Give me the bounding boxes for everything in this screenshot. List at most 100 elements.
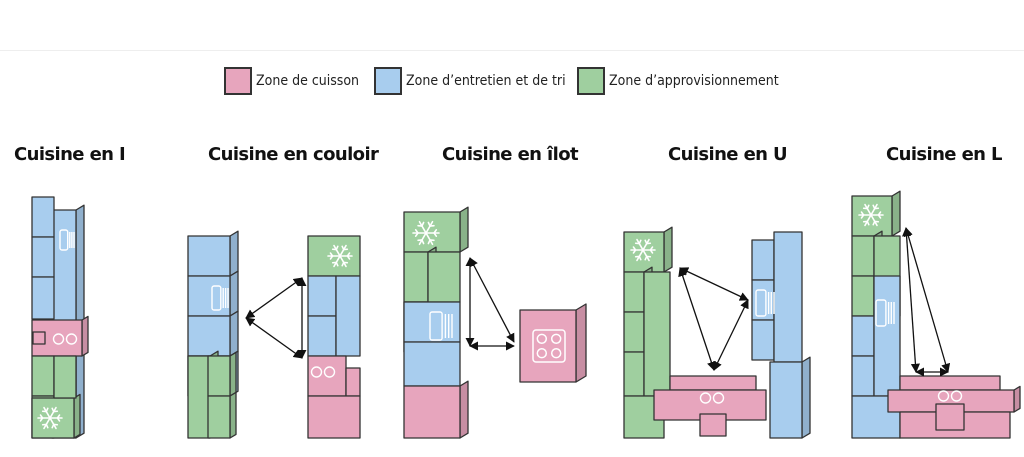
u-blue-base xyxy=(769,356,811,439)
i-upper-blue-1-front xyxy=(31,236,55,278)
i-handle xyxy=(32,331,46,345)
u-range-front xyxy=(699,413,727,437)
i-upper-blue-2-front xyxy=(31,276,55,320)
l-arrow-b xyxy=(903,227,951,373)
ilot-fridge-front xyxy=(403,211,461,253)
corr-left-blue-0-side xyxy=(229,230,239,277)
l-fridge-snowflake-icon xyxy=(858,203,884,227)
l-green-1-front xyxy=(851,275,875,317)
i-fridge-block xyxy=(31,393,81,439)
l-green-0-front xyxy=(851,235,875,277)
ilot-pink-base-front xyxy=(403,385,461,439)
corr-right-cook-low xyxy=(307,395,361,439)
corr-left-blue-0 xyxy=(187,230,239,277)
u-green-left-2-front xyxy=(623,351,645,397)
corr-left-green-b-0-front xyxy=(207,355,231,397)
corr-left-green-b-0 xyxy=(207,351,237,397)
l-counter-top-front xyxy=(899,375,1001,391)
l-blue-b-front xyxy=(873,275,901,397)
u-blue-right-0-front xyxy=(751,239,775,281)
title-kitchen-i: Cuisine en I xyxy=(14,144,126,165)
corr-cooktop-hobs-icon xyxy=(310,366,336,378)
l-blue-1-front xyxy=(851,355,875,397)
corr-left-blue-1 xyxy=(187,270,239,317)
legend-item-storage: Zone d’approvisionnement xyxy=(577,66,779,96)
i-lower-green-0 xyxy=(31,355,55,397)
corr-right-blue-1-front xyxy=(307,315,337,357)
ilot-sink-icon xyxy=(429,311,453,341)
corr-right-blue-b xyxy=(335,275,361,357)
ilot-pink-base xyxy=(403,380,469,439)
corr-left-green-b-0-side xyxy=(229,351,237,397)
corr-right-cook-b xyxy=(345,367,361,397)
legend-swatch-cooking xyxy=(224,67,252,95)
legend-item-cleaning: Zone d’entretien et de tri xyxy=(374,66,566,96)
ilot-green-b xyxy=(427,251,461,303)
title-kitchen-l: Cuisine en L xyxy=(886,144,1003,165)
u-green-left-b-front xyxy=(643,271,671,397)
ilot-island xyxy=(519,303,587,383)
ilot-arrow-diagonal xyxy=(469,257,515,343)
legend-swatch-cleaning xyxy=(374,67,402,95)
u-green-left-1-front xyxy=(623,311,645,353)
u-sink-icon xyxy=(755,289,775,317)
l-sink-icon xyxy=(875,299,895,327)
corr-left-green-b-1 xyxy=(207,391,237,439)
l-range-front xyxy=(935,403,965,431)
l-arrow-a xyxy=(902,227,920,373)
ilot-blue-b xyxy=(403,341,461,387)
corr-right-cook-b-front xyxy=(345,367,361,397)
i-upper-blue-2 xyxy=(31,276,55,320)
corr-left-green-b-1-front xyxy=(207,395,231,439)
i-upper-blue-0 xyxy=(31,196,55,238)
l-cooktop-hobs-icon xyxy=(937,390,963,402)
legend-swatch-storage xyxy=(577,67,605,95)
legend-label-cleaning: Zone d’entretien et de tri xyxy=(406,73,566,89)
ilot-blue-a-front xyxy=(403,301,461,343)
ilot-fridge-snowflake-icon xyxy=(412,220,440,246)
legend-label-cooking: Zone de cuisson xyxy=(256,73,360,89)
ilot-green-b-front xyxy=(427,251,461,303)
corr-arrow-lower xyxy=(245,317,303,359)
legend-label-storage: Zone d’approvisionnement xyxy=(609,73,779,89)
l-blue-b xyxy=(873,275,901,397)
l-counter-top xyxy=(899,375,1001,391)
corr-left-green-b-1-side xyxy=(229,391,237,439)
u-arrow-left xyxy=(678,267,716,371)
i-lower-green-0-front xyxy=(31,355,55,397)
ilot-blue-a xyxy=(403,301,461,343)
u-counter-top xyxy=(669,375,757,391)
ilot-green-col-0-front xyxy=(403,251,429,303)
u-blue-right-b-front xyxy=(773,231,803,363)
title-kitchen-island: Cuisine en îlot xyxy=(442,144,579,165)
l-fridge xyxy=(851,190,901,237)
u-range xyxy=(699,413,727,437)
i-handle-front xyxy=(32,331,46,345)
corr-fridge-snowflake-icon xyxy=(327,244,353,268)
ilot-fridge-side xyxy=(459,206,469,253)
title-kitchen-u: Cuisine en U xyxy=(668,144,788,165)
i-cooktop-block-side xyxy=(81,315,89,357)
ilot-island-side xyxy=(575,303,587,383)
i-sink-icon xyxy=(59,229,75,251)
l-fridge-side xyxy=(891,190,901,237)
u-counter-top-front xyxy=(669,375,757,391)
corr-left-blue-low-0-side xyxy=(229,310,239,357)
u-blue-base-side xyxy=(801,356,811,439)
corr-arrow-upper xyxy=(245,277,303,319)
u-arrow-top xyxy=(679,267,749,301)
u-blue-right-2-front xyxy=(751,319,775,361)
corr-right-blue-b-front xyxy=(335,275,361,357)
u-arrow-right xyxy=(713,299,749,371)
corr-left-sink-icon xyxy=(211,285,229,311)
u-blue-right-b xyxy=(773,231,803,363)
corr-left-blue-1-side xyxy=(229,270,239,317)
u-blue-base-front xyxy=(769,361,803,439)
i-upper-blue-0-front xyxy=(31,196,55,238)
corr-right-cook-low-front xyxy=(307,395,361,439)
corr-left-blue-low-0-front xyxy=(187,315,231,357)
icons-layer xyxy=(37,203,963,430)
u-green-left-b xyxy=(643,271,671,397)
u-green-left-0-front xyxy=(623,271,645,313)
